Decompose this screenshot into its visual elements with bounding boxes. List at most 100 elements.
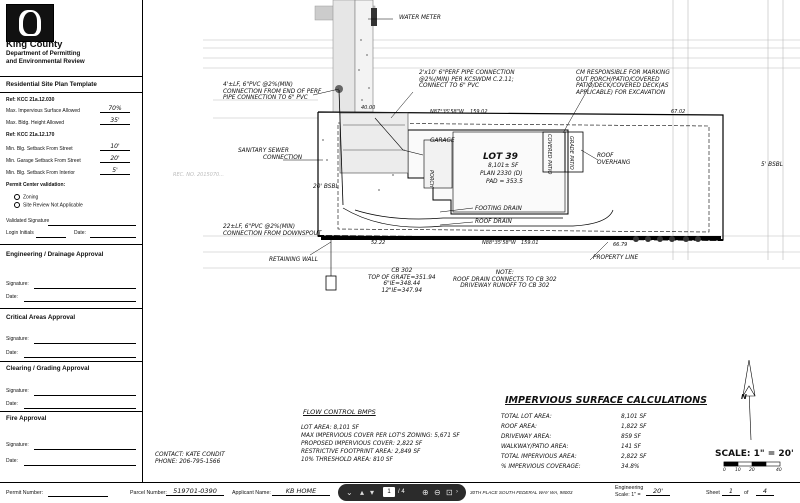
- impervious-value: 34.8%: [621, 464, 640, 470]
- zoning-radio[interactable]: [14, 194, 20, 200]
- pvc-left-note: 4'±LF, 6"PVC @2%(MIN) CONNECTION FROM EN…: [223, 82, 322, 102]
- engineering-date-field[interactable]: [24, 301, 136, 302]
- critical-areas-title: Critical Areas Approval: [6, 314, 76, 321]
- porch-label: PORCH: [427, 170, 434, 188]
- parcel-number-field[interactable]: 519701-0390: [166, 487, 224, 496]
- clearing-grading-title: Clearing / Grading Approval: [6, 365, 90, 372]
- page-up-icon[interactable]: ▴: [360, 488, 365, 497]
- permit-footer: Permit Number: Parcel Number: 519701-039…: [0, 482, 800, 503]
- more-icon[interactable]: ›: [456, 489, 458, 495]
- critical-date-field[interactable]: [24, 357, 136, 358]
- login-date-field[interactable]: [90, 237, 136, 238]
- street-setback-value[interactable]: 10': [100, 143, 130, 151]
- roof-drain-label: ROOF DRAIN: [475, 219, 512, 225]
- king-county-logo: [6, 4, 54, 42]
- impervious-label: WALKWAY/PATIO AREA:: [501, 444, 569, 450]
- garage-setback-label: Min. Garage Setback From Street: [6, 158, 81, 164]
- engineering-signature-label: Signature:: [6, 281, 29, 287]
- plan-number: PLAN 2330 (D): [480, 171, 523, 177]
- engineering-signature-field[interactable]: [34, 288, 136, 289]
- fire-signature-field[interactable]: [34, 449, 136, 450]
- critical-signature-field[interactable]: [34, 343, 136, 344]
- scale-tick-0: 0: [723, 468, 726, 473]
- scale-label: SCALE: 1" = 20': [715, 449, 794, 459]
- page-total: / 4: [398, 489, 405, 495]
- fire-date-field[interactable]: [24, 465, 136, 466]
- interior-setback-value[interactable]: 5': [100, 167, 130, 175]
- zoom-in-icon[interactable]: ⊕: [422, 488, 429, 497]
- parcel-number-label: Parcel Number:: [130, 490, 167, 496]
- max-impervious-value[interactable]: 70%: [100, 105, 130, 113]
- street-setback-label: Min. Blg. Setback From Street: [6, 146, 73, 152]
- distance-bottom: 159.01: [521, 240, 539, 246]
- validated-signature-field[interactable]: [48, 225, 136, 226]
- clearing-signature-field[interactable]: [34, 395, 136, 396]
- eng-scale-field[interactable]: 20': [646, 487, 670, 496]
- dim-6679: 66.79: [613, 242, 628, 248]
- perf-pipe-note: 2'x10' 6"PERF PIPE CONNECTION @2%(MIN) P…: [419, 70, 515, 90]
- permit-number-field[interactable]: [48, 487, 108, 497]
- org-name: King County: [6, 39, 63, 50]
- impervious-value: 859 SF: [621, 434, 641, 440]
- max-height-label: Max. Bldg. Height Allowed: [6, 120, 65, 126]
- footing-drain-label: FOOTING DRAIN: [475, 206, 522, 212]
- login-initials-field[interactable]: [36, 237, 66, 238]
- scale-tick-10: 10: [735, 468, 741, 473]
- sheet-number-field[interactable]: 1: [722, 487, 740, 496]
- grade-patio-label: GRADE PATIO: [567, 136, 574, 170]
- sanitary-sewer-label: SANITARY SEWER CONNECTION: [238, 148, 303, 161]
- validation-title: Permit Center validation:: [6, 182, 66, 188]
- water-meter-label: WATER METER: [399, 15, 441, 21]
- login-initials-label: Login Initials: [6, 230, 34, 236]
- site-plan-drawing: WATER METER 4'±LF, 6"PVC @2%(MIN) CONNEC…: [143, 0, 800, 482]
- dim-6702: 67.02: [671, 109, 686, 115]
- bearing-bottom: N88°35'58"W: [482, 240, 516, 246]
- page-down-icon[interactable]: ▾: [370, 488, 375, 497]
- roof-overhang-label: ROOF OVERHANG: [597, 153, 631, 166]
- zoom-out-icon[interactable]: ⊖: [434, 488, 441, 497]
- page-number-input[interactable]: 1: [383, 487, 395, 497]
- fit-page-icon[interactable]: ⊡: [446, 488, 453, 497]
- sheet-total-field[interactable]: 4: [756, 487, 774, 496]
- scale-tick-20: 20: [749, 468, 755, 473]
- flow-row: 10% THRESHOLD AREA: 810 SF: [301, 457, 393, 463]
- site-plan-linework: [203, 0, 800, 467]
- sheet-of-label: of: [744, 490, 749, 496]
- site-review-option[interactable]: Site Review Not Applicable: [14, 202, 83, 208]
- pvc-bottom-note: 22±LF, 6"PVC @2%(MIN) CONNECTION FROM DO…: [223, 224, 322, 237]
- garage-setback-value[interactable]: 20': [100, 155, 130, 163]
- max-height-value[interactable]: 35': [100, 117, 130, 125]
- applicant-name-label: Applicant Name:: [232, 490, 271, 496]
- site-review-radio[interactable]: [14, 202, 20, 208]
- interior-setback-label: Min. Blg. Setback From Interior: [6, 170, 75, 176]
- template-title: Residential Site Plan Template: [6, 81, 97, 88]
- critical-signature-label: Signature:: [6, 336, 29, 342]
- flow-row: RESTRICTIVE FOOTPRINT AREA: 2,849 SF: [301, 449, 421, 455]
- flow-control-title: FLOW CONTROL BMPS: [303, 408, 376, 416]
- permit-sidebar: King County Department of Permitting and…: [0, 0, 143, 482]
- dim-4000: 40.00: [361, 105, 376, 111]
- impervious-label: TOTAL IMPERVIOUS AREA:: [501, 454, 577, 460]
- zoning-option[interactable]: Zoning: [14, 194, 38, 200]
- clearing-date-field[interactable]: [24, 408, 136, 409]
- pdf-viewer-toolbar: ⌄ ▴ ▾ 1 / 4 ⊕ ⊖ ⊡ ›: [338, 484, 466, 501]
- flow-row: LOT AREA: 8,101 SF: [301, 425, 359, 431]
- expand-icon[interactable]: ⌄: [346, 488, 353, 497]
- scale-tick-40: 40: [776, 468, 782, 473]
- bsbl-5-label: 5' BSBL: [761, 162, 783, 168]
- bearing-top: N87°35'58"W: [430, 109, 464, 115]
- department-name: Department of Permitting and Environment…: [6, 50, 85, 65]
- fire-signature-label: Signature:: [6, 442, 29, 448]
- pad-elevation: PAD = 353.5: [486, 179, 523, 185]
- cm-responsibility-note: CM RESPONSIBLE FOR MARKING OUT PORCH/PAT…: [576, 70, 670, 96]
- impervious-label: % IMPERVIOUS COVERAGE:: [501, 464, 581, 470]
- garage-label: GARAGE: [430, 138, 455, 144]
- fire-date-label: Date:: [6, 458, 18, 464]
- recording-number: REC. NO. 2015070...: [173, 172, 224, 178]
- ref-code-2: Ref: KCC 21a.12.170: [6, 132, 55, 138]
- applicant-name-field[interactable]: KB HOME: [272, 487, 330, 496]
- flow-row: MAX IMPERVIOUS COVER PER LOT'S ZONING: 5…: [301, 433, 460, 439]
- sheet-label: Sheet: [706, 490, 720, 496]
- impervious-value: 1,822 SF: [621, 424, 647, 430]
- site-address: 30TH PLACE SOUTH FEDERAL WAY WA, 98003: [470, 490, 573, 495]
